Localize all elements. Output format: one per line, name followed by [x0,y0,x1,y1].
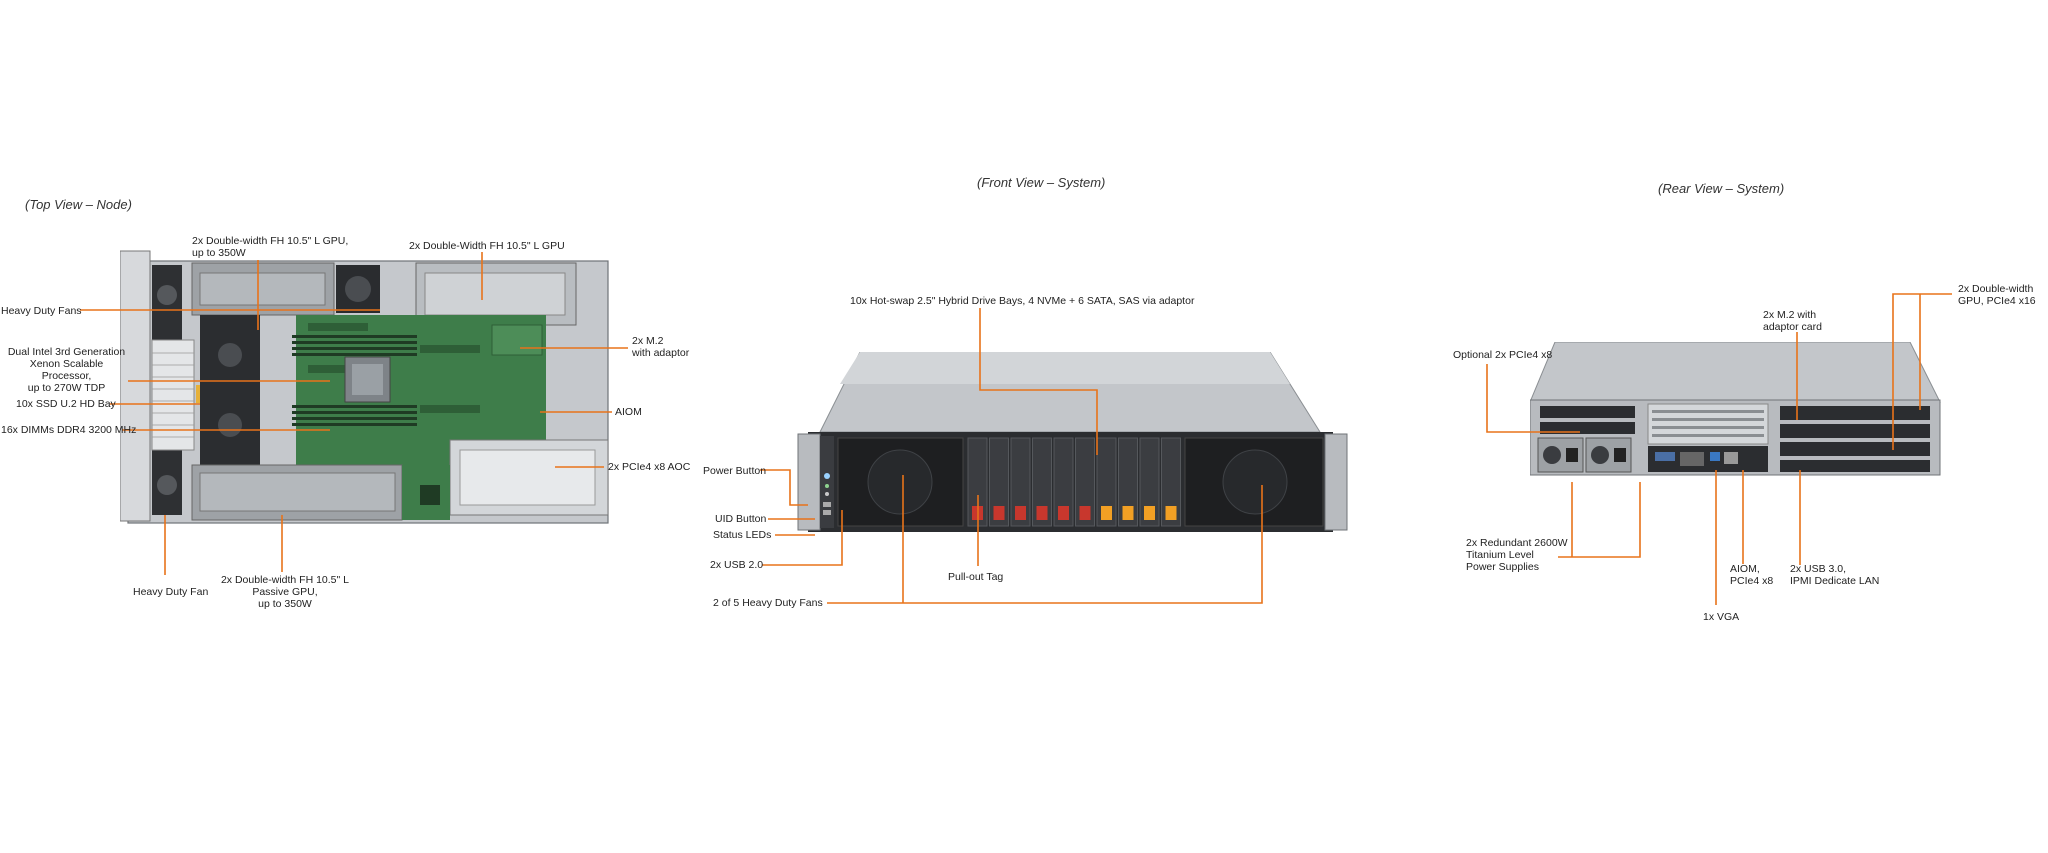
leader-drive-bays [979,308,1098,455]
drive-bay [1053,437,1074,527]
drive-latch [1036,506,1048,520]
drive-bay [1139,437,1160,527]
front-view-image [797,352,1348,532]
label-gpu-top-left: 2x Double-width FH 10.5" L GPU,up to 350… [192,235,349,259]
drive-latch [1101,506,1112,520]
drive-bay [1075,437,1095,527]
rear-view-title: (Rear View – System) [1658,181,1785,196]
top-view-image [120,250,609,524]
leader-power-button [760,469,808,506]
label-usb30: 2x USB 3.0,IPMI Dedicate LAN [1790,563,1880,587]
drive-latch [1058,506,1069,520]
leader-gpu-x16 [1892,293,1952,450]
drive-latch [1165,506,1177,520]
drive-latch [1015,506,1026,520]
drive-bay [1096,437,1117,527]
drive-bay [989,437,1009,527]
label-dimms: 16x DIMMs DDR4 3200 MHz [1,424,137,436]
label-optional-pcie: Optional 2x PCIe4 x8 [1453,349,1553,361]
label-usb20: 2x USB 2.0 [710,559,764,571]
drive-latch [1122,506,1134,520]
label-aiom-rear: AIOM,PCIe4 x8 [1730,563,1774,587]
label-heavy-duty-fan: Heavy Duty Fan [133,586,209,598]
label-ssd-bay: 10x SSD U.2 HD Bay [16,398,116,410]
label-status-leds: Status LEDs [713,529,772,541]
label-aiom-top: AIOM [615,406,642,418]
top-view-title: (Top View – Node) [25,197,132,212]
label-pullout-tag: Pull-out Tag [948,571,1004,583]
drive-bay [1010,437,1031,527]
drive-latch [1079,506,1091,520]
leader-usb20 [762,510,843,566]
label-power-button: Power Button [703,465,767,477]
drive-bay [1161,437,1181,527]
leader-psu [1558,482,1641,558]
leader-fans [827,485,1263,604]
front-view-title: (Front View – System) [977,175,1106,190]
drive-latch [1144,506,1155,520]
drive-latch [993,506,1005,520]
drive-bay [1032,437,1052,527]
label-heavy-duty-fans: Heavy Duty Fans [1,305,82,317]
label-gpu-top-right: 2x Double-Width FH 10.5" L GPU [409,240,565,252]
drive-bay [1118,437,1138,527]
label-drive-bays: 10x Hot-swap 2.5" Hybrid Drive Bays, 4 N… [850,295,1195,307]
label-heavy-fans-front: 2 of 5 Heavy Duty Fans [713,597,823,609]
label-pcie-aoc: 2x PCIe4 x8 AOC [608,461,691,473]
label-vga: 1x VGA [1703,611,1740,623]
leader-opt-pcie [1486,364,1580,433]
label-uid-button: UID Button [715,513,767,525]
